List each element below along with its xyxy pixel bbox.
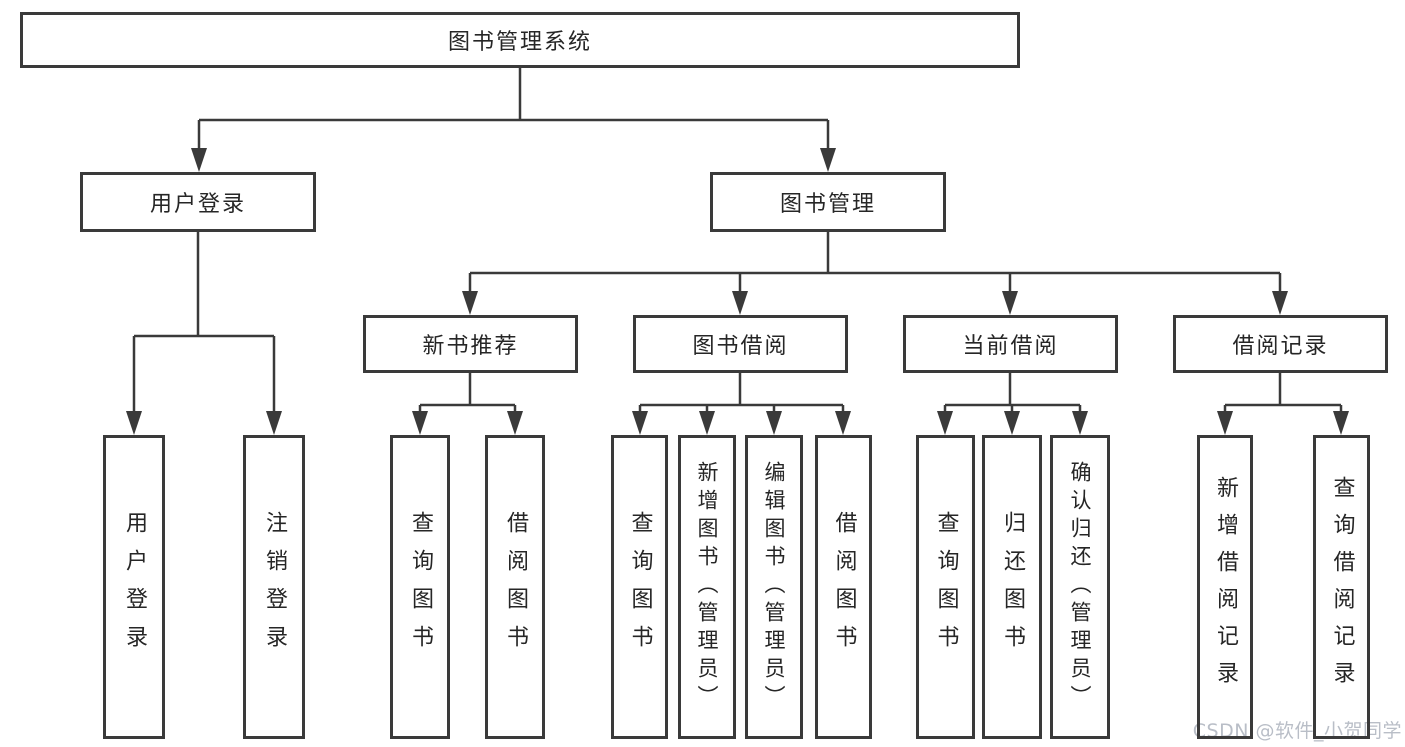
leaf-query-borrow-record: 查询借阅记录 (1313, 435, 1370, 739)
leaf-logout: 注销登录 (243, 435, 305, 739)
leaf-edit-book-admin: 编辑图书（管理员） (745, 435, 803, 739)
leaf-confirm-return-admin: 确认归还（管理员） (1050, 435, 1110, 739)
leaf-query-books-borrow: 查询图书 (611, 435, 668, 739)
node-new-book-recommend: 新书推荐 (363, 315, 578, 373)
leaf-add-borrow-record: 新增借阅记录 (1197, 435, 1253, 739)
node-current-borrow: 当前借阅 (903, 315, 1118, 373)
leaf-query-books-recommend: 查询图书 (390, 435, 450, 739)
leaf-add-book-admin: 新增图书（管理员） (678, 435, 736, 739)
leaf-borrow-books: 借阅图书 (815, 435, 872, 739)
leaf-user-login: 用户登录 (103, 435, 165, 739)
node-user-login: 用户登录 (80, 172, 316, 232)
arrowhead-icons (126, 148, 1349, 435)
leaf-return-book: 归还图书 (982, 435, 1042, 739)
node-borrow-records: 借阅记录 (1173, 315, 1388, 373)
node-root: 图书管理系统 (20, 12, 1020, 68)
node-book-borrow: 图书借阅 (633, 315, 848, 373)
leaf-borrow-books-recommend: 借阅图书 (485, 435, 545, 739)
node-book-management: 图书管理 (710, 172, 946, 232)
leaf-query-books-current: 查询图书 (916, 435, 975, 739)
